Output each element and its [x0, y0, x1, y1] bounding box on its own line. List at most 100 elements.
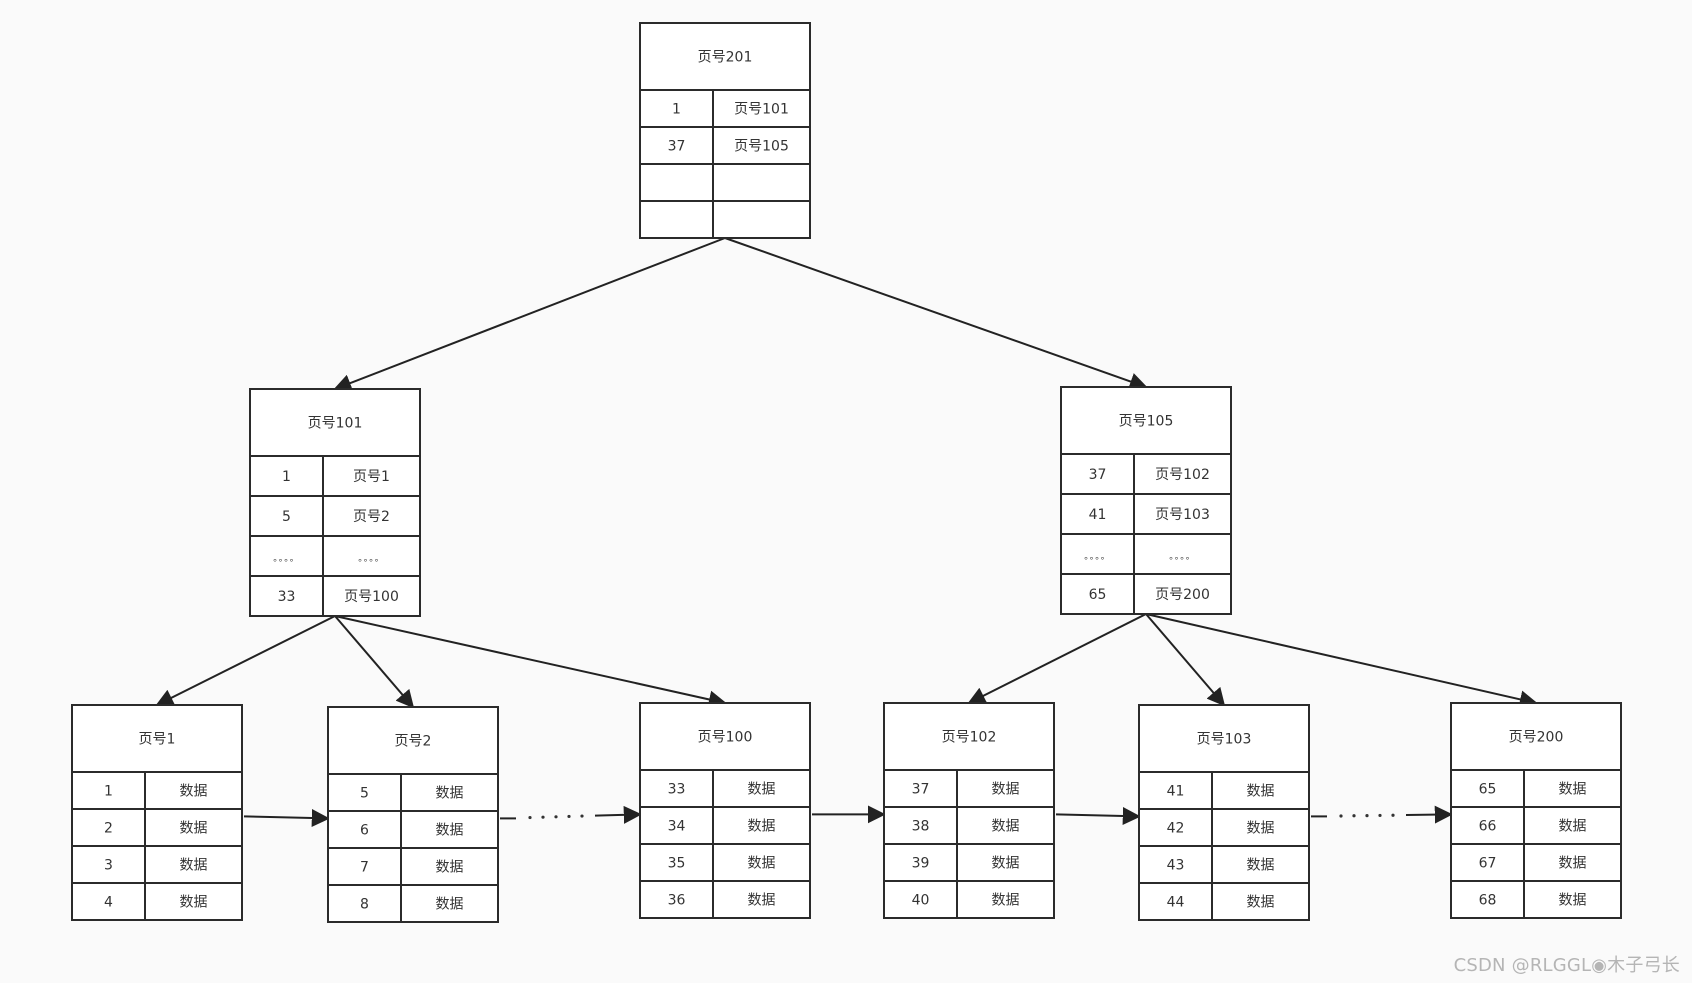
key-cell: 44 — [1167, 895, 1185, 911]
key-cell: 65 — [1479, 782, 1497, 798]
pointer-cell: 数据 — [992, 893, 1020, 909]
ellipsis-dot — [580, 814, 584, 818]
page-title: 页号102 — [942, 730, 997, 746]
key-cell: 37 — [668, 139, 686, 155]
pointer-cell: 数据 — [180, 895, 208, 911]
key-cell: 66 — [1479, 819, 1497, 835]
pointer-cell: 数据 — [180, 821, 208, 837]
ellipsis-dot — [528, 815, 532, 820]
page-box — [639, 702, 811, 919]
leaf-link-edge — [594, 805, 642, 824]
key-cell: 7 — [360, 860, 369, 876]
page-title: 页号200 — [1509, 730, 1564, 746]
pointer-cell: 数据 — [180, 784, 208, 800]
page-title: 页号105 — [1119, 414, 1174, 430]
page-box — [883, 702, 1055, 919]
pointer-cell: 数据 — [1559, 856, 1587, 872]
pointer-cell: 页号100 — [344, 589, 399, 605]
pointer-cell: 页号102 — [1155, 467, 1210, 483]
pointer-cell: 数据 — [748, 819, 776, 835]
ellipsis-dot — [554, 815, 558, 819]
key-cell: 41 — [1089, 507, 1107, 523]
tree-edge — [1145, 613, 1226, 707]
pointer-cell: 页号200 — [1155, 587, 1210, 603]
pointer-cell: 数据 — [1559, 893, 1587, 909]
key-cell: 1 — [104, 784, 113, 800]
key-cell: 43 — [1167, 858, 1185, 874]
ellipsis-dot — [541, 815, 545, 819]
key-cell: 2 — [104, 821, 113, 837]
pointer-cell: 页号2 — [353, 509, 390, 525]
tree-edge — [334, 615, 415, 709]
ellipsis-dot — [1352, 814, 1356, 818]
key-cell: 。。。。 — [273, 554, 300, 564]
pointer-cell: 数据 — [1247, 858, 1275, 874]
key-cell: 1 — [282, 469, 291, 485]
pointer-cell: 页号101 — [734, 102, 789, 118]
pointer-cell: 数据 — [1247, 895, 1275, 911]
key-cell: 。。。。 — [1084, 552, 1111, 562]
tree-edge — [967, 613, 1147, 704]
ellipsis-dot — [567, 814, 571, 819]
page-title: 页号103 — [1197, 732, 1252, 748]
pointer-cell: 数据 — [180, 858, 208, 874]
key-cell: 38 — [912, 819, 930, 835]
key-cell: 40 — [912, 893, 930, 909]
key-cell: 1 — [672, 102, 681, 118]
pointer-cell: 数据 — [1247, 784, 1275, 800]
ellipsis-cell: 。。。。 — [1169, 552, 1196, 562]
page-box — [249, 388, 421, 617]
pointer-cell: 数据 — [748, 893, 776, 909]
key-cell: 68 — [1479, 893, 1497, 909]
key-cell: 5 — [360, 786, 369, 802]
page-title: 页号100 — [698, 730, 753, 746]
pointer-cell: 数据 — [748, 856, 776, 872]
ellipsis-dot — [1365, 814, 1369, 818]
page-box — [327, 706, 499, 923]
key-cell: 33 — [668, 782, 686, 798]
pointer-cell: 数据 — [436, 897, 464, 913]
leaf-link-edge — [1055, 807, 1141, 826]
key-cell: 41 — [1167, 784, 1185, 800]
leaf-link-edge — [1405, 805, 1453, 824]
page-title: 页号1 — [139, 732, 176, 748]
watermark: CSDN @RLGGL◉木子弓长 — [1453, 955, 1680, 976]
tree-edge — [1145, 613, 1538, 709]
pointer-cell: 数据 — [1559, 782, 1587, 798]
page-box — [639, 22, 811, 239]
page-box — [71, 704, 243, 921]
pointer-cell: 数据 — [992, 856, 1020, 872]
pointer-cell: 页号1 — [353, 469, 390, 485]
key-cell: 42 — [1167, 821, 1185, 837]
tree-edge — [155, 615, 336, 706]
key-cell: 5 — [282, 509, 291, 525]
key-cell: 39 — [912, 856, 930, 872]
tree-edge — [333, 237, 726, 392]
tree-edge — [334, 615, 727, 709]
pointer-cell: 数据 — [436, 860, 464, 876]
leaf-page-0: 页号1 1 数据 2 数据 3 数据 4 数据 — [71, 704, 243, 921]
tree-edges — [155, 237, 1538, 828]
pointer-cell: 数据 — [992, 782, 1020, 798]
key-cell: 3 — [104, 858, 113, 874]
tree-edge — [724, 237, 1148, 391]
pointer-cell: 数据 — [748, 782, 776, 798]
pointer-cell: 数据 — [436, 786, 464, 802]
ellipsis-dot — [1391, 813, 1395, 817]
key-cell: 65 — [1089, 587, 1107, 603]
key-cell: 4 — [104, 895, 113, 911]
pointer-cell: 数据 — [1559, 819, 1587, 835]
key-cell: 6 — [360, 823, 369, 839]
pointer-cell: 数据 — [992, 819, 1020, 835]
ellipsis-cell: 。。。。 — [358, 554, 385, 564]
ellipsis-dot — [1339, 814, 1343, 818]
key-cell: 33 — [278, 589, 296, 605]
